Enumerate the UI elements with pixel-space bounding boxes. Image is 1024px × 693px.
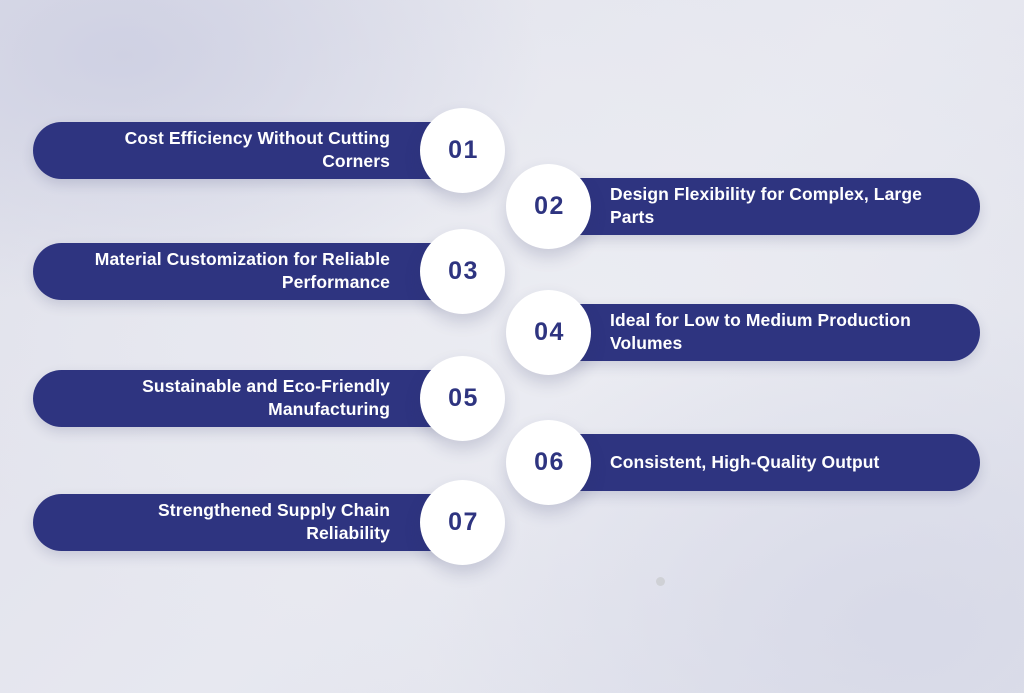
feature-label: Design Flexibility for Complex, Large Pa… — [610, 184, 922, 227]
feature-label: Strengthened Supply Chain Reliability — [158, 500, 390, 543]
feature-label: Sustainable and Eco-Friendly Manufacturi… — [142, 376, 390, 419]
number-badge-label: 04 — [534, 317, 565, 346]
number-badge: 03 — [420, 228, 505, 314]
number-badge: 05 — [420, 355, 505, 441]
number-badge-label: 03 — [448, 256, 479, 285]
number-badge: 02 — [506, 163, 591, 249]
number-badge-label: 05 — [448, 383, 479, 412]
feature-pill: Material Customization for Reliable Perf… — [33, 242, 462, 300]
number-badge-label: 01 — [448, 135, 479, 164]
number-badge-label: 06 — [534, 447, 565, 476]
number-badge: 07 — [420, 479, 505, 565]
number-badge: 04 — [506, 289, 591, 375]
feature-label: Cost Efficiency Without Cutting Corners — [124, 128, 390, 171]
feature-label: Material Customization for Reliable Perf… — [94, 249, 390, 292]
feature-label: Ideal for Low to Medium Production Volum… — [610, 310, 911, 353]
feature-pill: Cost Efficiency Without Cutting Corners — [33, 121, 462, 179]
number-badge-label: 02 — [534, 191, 565, 220]
feature-pill: Consistent, High-Quality Output — [548, 433, 980, 491]
feature-pill: Design Flexibility for Complex, Large Pa… — [548, 177, 980, 235]
decorative-dot — [656, 577, 665, 586]
feature-label: Consistent, High-Quality Output — [610, 451, 880, 472]
number-badge: 06 — [506, 419, 591, 505]
feature-pill: Ideal for Low to Medium Production Volum… — [548, 303, 980, 361]
number-badge: 01 — [420, 107, 505, 193]
feature-pill: Sustainable and Eco-Friendly Manufacturi… — [33, 369, 462, 427]
number-badge-label: 07 — [448, 507, 479, 536]
feature-pill: Strengthened Supply Chain Reliability — [33, 493, 462, 551]
